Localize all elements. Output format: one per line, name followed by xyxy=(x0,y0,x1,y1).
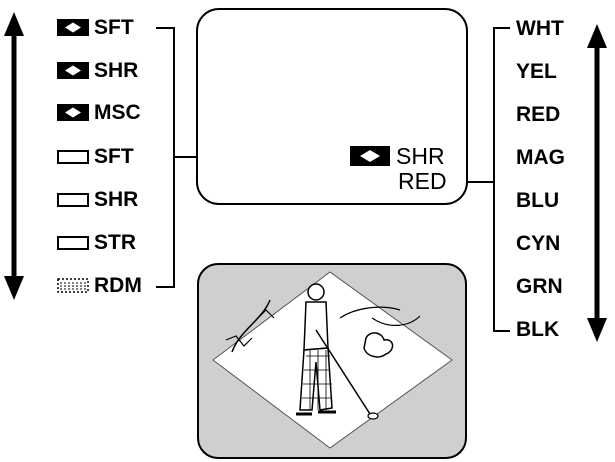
mode-label-4: SFT xyxy=(94,145,134,168)
right-double-arrow-icon xyxy=(587,24,607,342)
color-label-3: RED xyxy=(516,103,561,126)
color-label-6: CYN xyxy=(516,232,561,255)
mode-label-6: STR xyxy=(94,231,136,254)
color-label-2: YEL xyxy=(516,60,557,83)
mode-label-5: SHR xyxy=(94,188,139,211)
mode-icon-2 xyxy=(57,62,89,79)
display-color-label: RED xyxy=(398,168,447,194)
display-screen xyxy=(196,8,468,205)
color-label-4: MAG xyxy=(516,146,565,169)
golf-picture xyxy=(197,263,467,459)
mode-icon-4 xyxy=(57,150,89,164)
mode-label-1: SFT xyxy=(94,16,134,39)
left-bracket xyxy=(156,27,175,288)
mode-label-7: RDM xyxy=(94,274,142,297)
mode-label-3: MSC xyxy=(94,101,141,124)
mode-label-2: SHR xyxy=(94,59,139,82)
right-bracket xyxy=(493,27,510,332)
mode-icon-7 xyxy=(57,278,89,293)
color-label-1: WHT xyxy=(516,17,564,40)
left-double-arrow-icon xyxy=(4,12,24,300)
mode-icon-3 xyxy=(57,104,89,121)
display-mode-icon xyxy=(350,146,390,166)
mode-icon-6 xyxy=(57,236,89,250)
color-label-5: BLU xyxy=(516,189,560,212)
color-label-7: GRN xyxy=(516,275,563,298)
display-mode-label: SHR xyxy=(396,143,445,169)
color-label-8: BLK xyxy=(516,318,560,341)
mode-icon-5 xyxy=(57,193,89,207)
mode-icon-1 xyxy=(57,19,89,36)
